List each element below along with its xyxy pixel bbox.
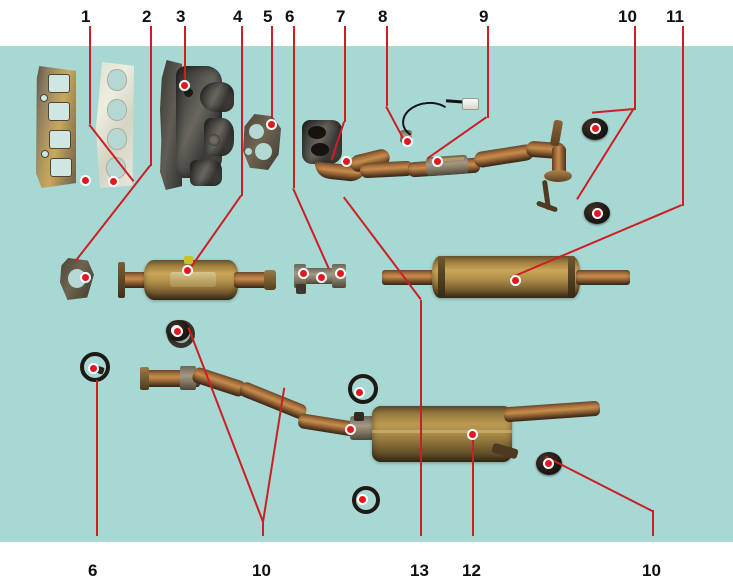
leader-line-10a bbox=[634, 46, 636, 110]
target-dot-10c bbox=[172, 326, 183, 337]
leader-tick-7 bbox=[344, 26, 346, 46]
leader-line-1a bbox=[89, 46, 91, 124]
target-dot-4 bbox=[182, 265, 193, 276]
part-pipe-clamp-lower bbox=[80, 352, 110, 382]
target-dot-10d bbox=[354, 387, 365, 398]
callout-number-3-2: 3 bbox=[176, 7, 186, 26]
target-dot-9 bbox=[432, 156, 443, 167]
target-dot-3 bbox=[179, 80, 190, 91]
leader-tick-4 bbox=[241, 26, 243, 46]
leader-line-2a bbox=[150, 46, 152, 166]
leader-line-b10a bbox=[262, 520, 264, 536]
part-intermediate-muffler bbox=[382, 252, 630, 304]
part-rubber-hanger-d bbox=[348, 374, 378, 404]
leader-tick-6 bbox=[293, 26, 295, 46]
callout-number-13-2: 13 bbox=[410, 561, 429, 580]
callout-number-8-7: 8 bbox=[378, 7, 388, 26]
target-dot-5b bbox=[80, 272, 91, 283]
target-dot-12 bbox=[467, 429, 478, 440]
callout-number-10-9: 10 bbox=[618, 7, 637, 26]
target-dot-6b bbox=[88, 363, 99, 374]
callout-number-1-0: 1 bbox=[81, 7, 91, 26]
leader-line-b6a bbox=[96, 380, 98, 536]
callout-number-11-10: 11 bbox=[666, 7, 684, 26]
target-dot-10a bbox=[590, 123, 601, 134]
callout-number-10-1: 10 bbox=[252, 561, 271, 580]
leader-line-8a bbox=[386, 46, 388, 106]
leader-line-b12a bbox=[472, 434, 474, 536]
callout-number-12-3: 12 bbox=[462, 561, 481, 580]
target-dot-10e bbox=[357, 494, 368, 505]
target-dot-2 bbox=[108, 176, 119, 187]
callout-number-7-6: 7 bbox=[336, 7, 346, 26]
leader-line-9a bbox=[487, 46, 489, 118]
leader-tick-9 bbox=[487, 26, 489, 46]
target-dot-13 bbox=[345, 424, 356, 435]
leader-tick-5 bbox=[271, 26, 273, 46]
leader-line-11a bbox=[682, 46, 684, 206]
leader-line-7a bbox=[344, 46, 346, 122]
leader-line-b10d bbox=[652, 510, 654, 536]
leader-line-5 bbox=[271, 46, 273, 122]
target-dot-11 bbox=[510, 275, 521, 286]
target-dot-9a bbox=[298, 268, 309, 279]
callout-number-6-0: 6 bbox=[88, 561, 98, 580]
callout-number-2-1: 2 bbox=[142, 7, 152, 26]
part-catalytic-converter bbox=[118, 252, 276, 306]
part-exhaust-manifold-gasket-metal bbox=[36, 66, 76, 188]
leader-line-3 bbox=[184, 46, 186, 82]
part-exhaust-manifold bbox=[160, 60, 238, 190]
callout-number-6-5: 6 bbox=[285, 7, 295, 26]
callout-number-5-4: 5 bbox=[263, 7, 273, 26]
leader-tick-8 bbox=[386, 26, 388, 46]
leader-tick-10 bbox=[634, 26, 636, 46]
leader-tick-1 bbox=[89, 26, 91, 46]
target-dot-8 bbox=[402, 136, 413, 147]
leader-line-6a bbox=[293, 46, 295, 188]
part-rear-muffler-assembly bbox=[140, 350, 620, 470]
leader-tick-11 bbox=[682, 26, 684, 46]
target-dot-7 bbox=[341, 156, 352, 167]
target-dot-10f bbox=[543, 458, 554, 469]
part-exhaust-manifold-gasket-fiber bbox=[96, 62, 134, 188]
target-dot-5 bbox=[266, 119, 277, 130]
leader-tick-2 bbox=[150, 26, 152, 46]
target-dot-9b bbox=[316, 272, 327, 283]
leader-line-4a bbox=[241, 46, 243, 196]
leader-tick-3 bbox=[184, 26, 186, 46]
leader-line-b13a bbox=[420, 300, 422, 536]
callout-number-10-4: 10 bbox=[642, 561, 661, 580]
part-rubber-hanger-e bbox=[352, 486, 380, 514]
target-dot-10b bbox=[592, 208, 603, 219]
callout-number-4-3: 4 bbox=[233, 7, 243, 26]
target-dot-1 bbox=[80, 175, 91, 186]
callout-number-9-8: 9 bbox=[479, 7, 489, 26]
target-dot-9c bbox=[335, 268, 346, 279]
